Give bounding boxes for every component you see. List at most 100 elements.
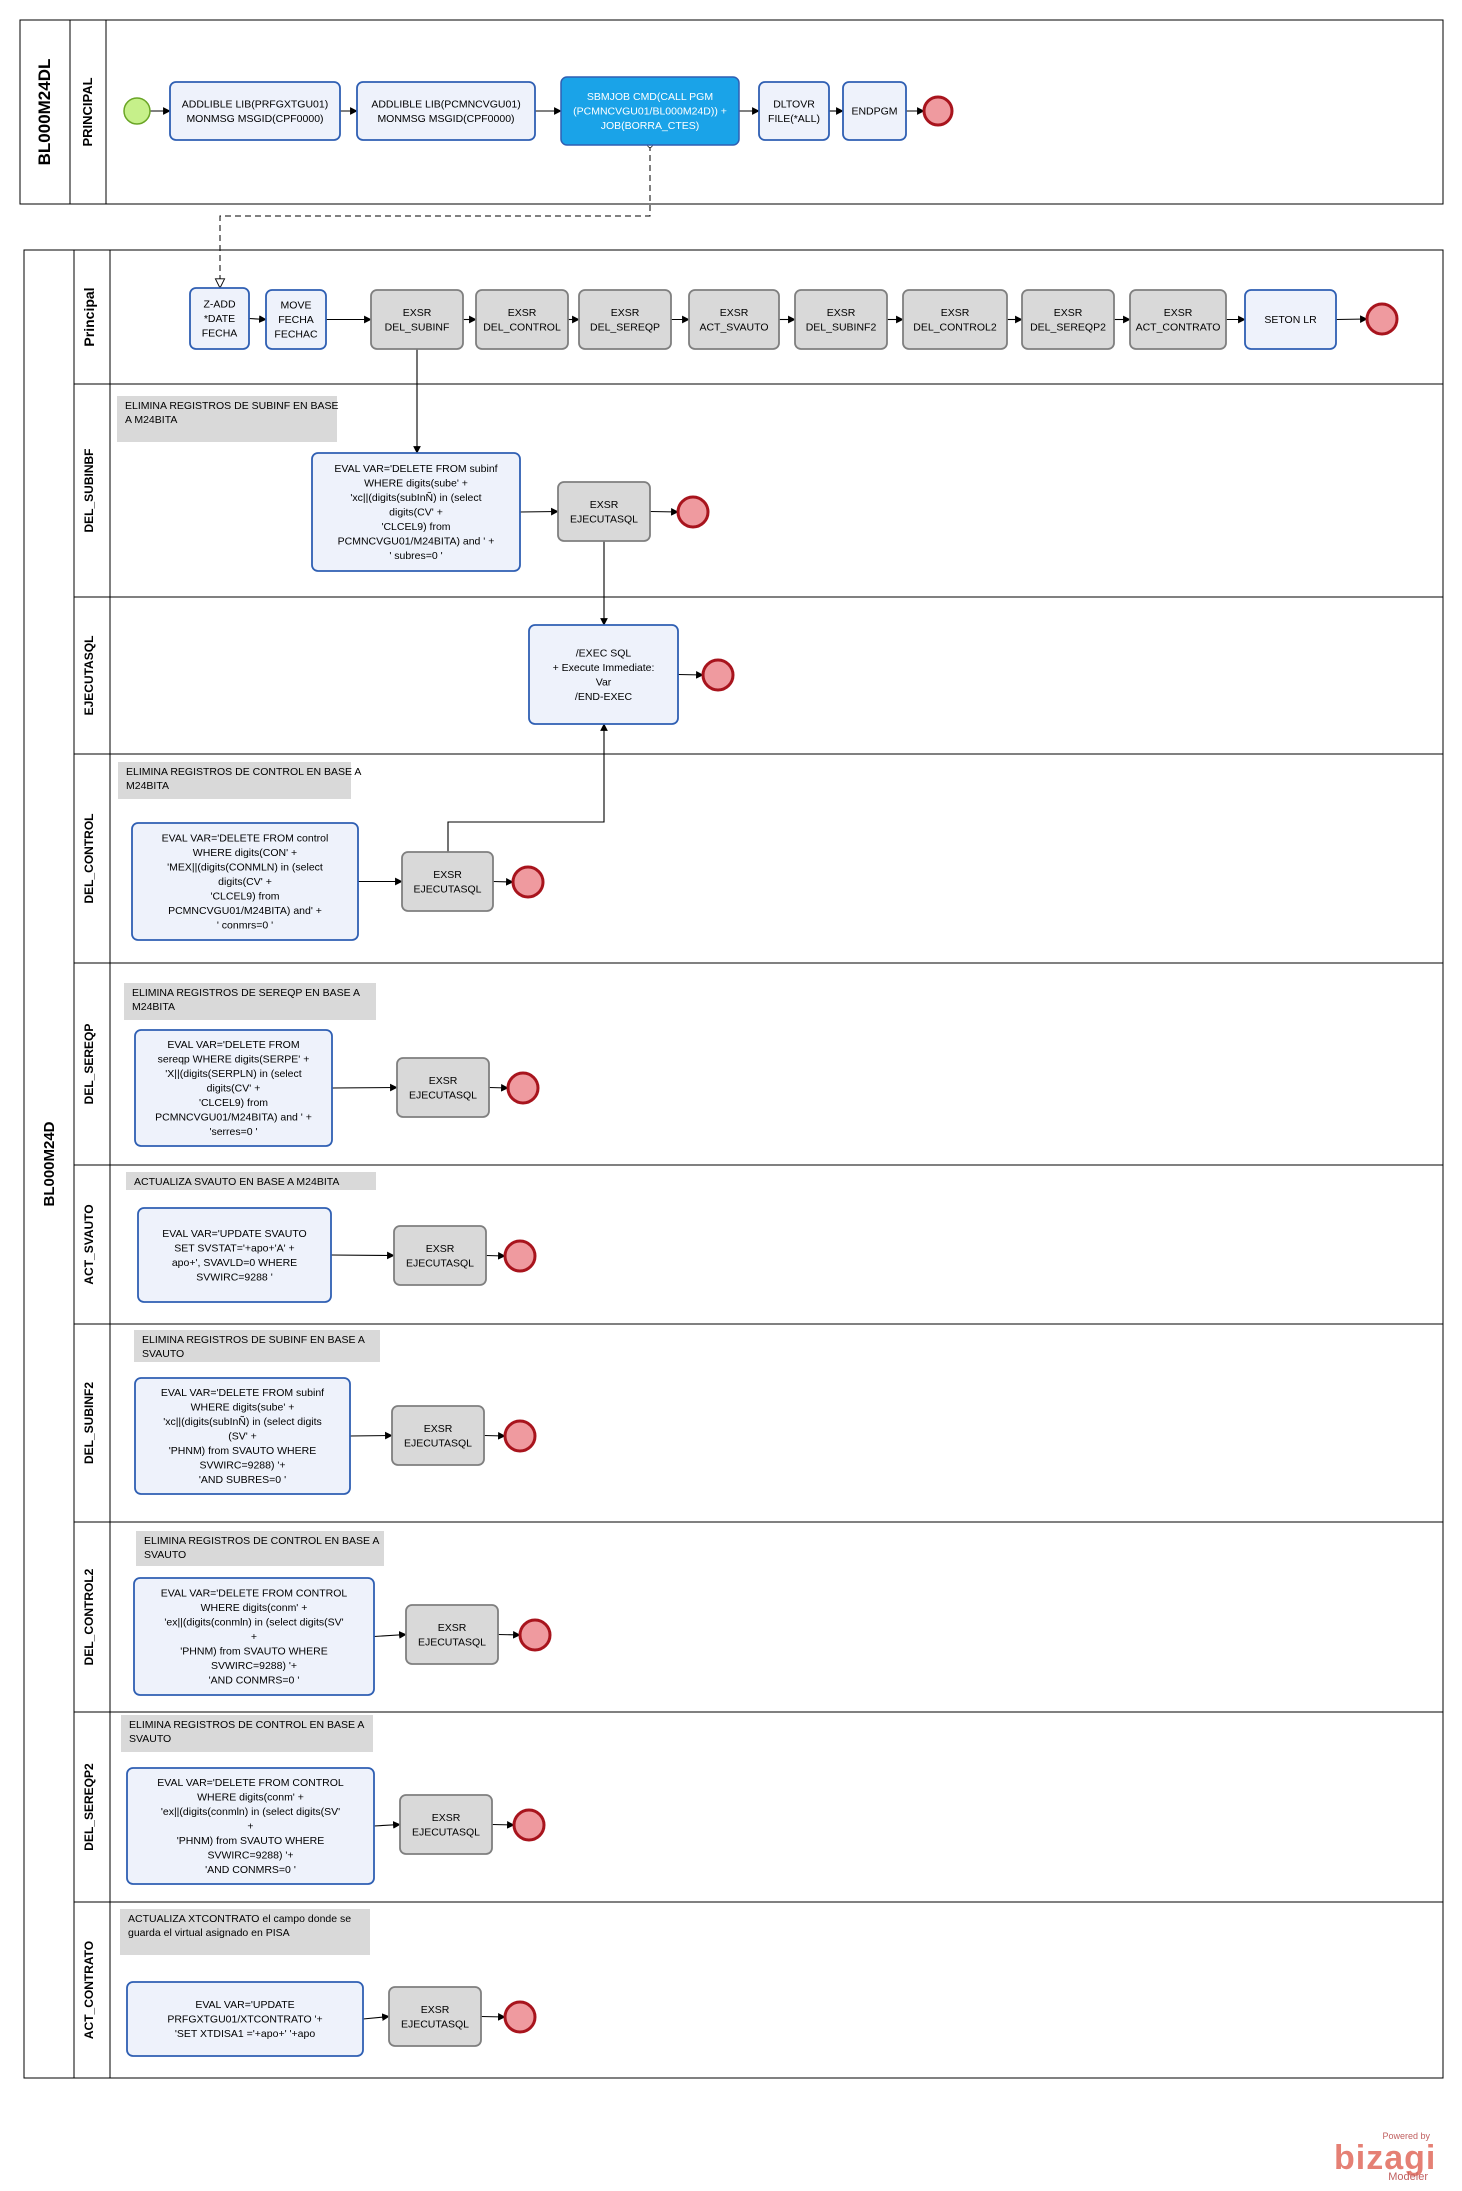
task-label-line: + Execute Immediate: <box>553 662 655 674</box>
lane-title: DEL_SUBINF2 <box>82 1382 96 1464</box>
task-addlible2[interactable]: ADDLIBLE LIB(PCMNCVGU01)MONMSG MSGID(CPF… <box>356 81 536 141</box>
task-label-line: DEL_SUBINF <box>385 321 450 333</box>
end-event[interactable] <box>511 865 545 899</box>
task-label-line: EVAL VAR='DELETE FROM CONTROL <box>161 1588 348 1600</box>
task-label-line: + <box>247 1821 253 1833</box>
annotation-line: ELIMINA REGISTROS DE CONTROL EN BASE A <box>126 766 361 778</box>
task-addlible1[interactable]: ADDLIBLE LIB(PRFGXTGU01) MONMSG MSGID(CPF… <box>169 81 341 141</box>
task-label-line: (PCMNCVGU01/BL000M24D)) + <box>573 106 727 118</box>
end-event[interactable] <box>506 1071 540 1105</box>
annotation-line: ACTUALIZA SVAUTO EN BASE A M24BITA <box>134 1176 339 1188</box>
task-label-line: EXSR <box>424 1423 453 1435</box>
task-label-line: EVAL VAR='DELETE FROM CONTROL <box>157 1777 344 1789</box>
end-event[interactable] <box>512 1808 546 1842</box>
task-label-line: EXSR <box>827 307 856 319</box>
lane-title: DEL_CONTROL <box>82 814 96 904</box>
task-label-line: 'serres=0 ' <box>209 1126 257 1138</box>
task-label-line: SVWIRC=9288) '+ <box>199 1460 285 1472</box>
subprocess-exsr-ej-5[interactable]: EXSR EJECUTASQL <box>391 1405 485 1466</box>
task-label-line: 'AND CONMRS=0 ' <box>205 1864 296 1876</box>
start-event[interactable] <box>123 97 151 125</box>
sequence-flow <box>480 2013 506 2021</box>
annotation-control: ELIMINA REGISTROS DE CONTROL EN BASE A M2… <box>118 762 361 799</box>
powered-by-label: Powered by <box>1382 2131 1430 2141</box>
task-label-line: 'X||(digits(SERPLN) in (select <box>165 1068 301 1080</box>
task-label-line: SVWIRC=9288 ' <box>196 1271 272 1283</box>
task-label-line: FECHA <box>202 328 238 340</box>
task-label-line: Z-ADD <box>203 299 235 311</box>
sequence-flow <box>373 1631 407 1639</box>
task-label-line: EVAL VAR='UPDATE <box>195 1999 294 2011</box>
task-sbmjob[interactable]: SBMJOB CMD(CALL PGM(PCMNCVGU01/BL000M24D… <box>560 76 740 146</box>
sequence-flow <box>488 1083 509 1092</box>
task-label-line: 'AND SUBRES=0 ' <box>199 1474 286 1486</box>
annotation-line: ACTUALIZA XTCONTRATO el campo donde se <box>128 1913 351 1925</box>
task-label-line: EJECUTASQL <box>404 1437 472 1449</box>
task-label-line: EJECUTASQL <box>401 2018 469 2030</box>
end-event[interactable] <box>1365 302 1399 336</box>
task-label-line: EJECUTASQL <box>570 513 638 525</box>
task-label-line: WHERE digits(sube' + <box>364 478 468 490</box>
task-seton[interactable]: SETON LR <box>1244 289 1337 350</box>
message-flow <box>220 145 650 288</box>
task-label-line: digits(CV' + <box>389 507 443 519</box>
annotation-line: M24BITA <box>126 780 169 792</box>
annotation-line: ELIMINA REGISTROS DE SEREQP EN BASE A <box>132 987 360 999</box>
task-label-line: SVWIRC=9288) '+ <box>211 1660 297 1672</box>
end-event[interactable] <box>503 1239 537 1273</box>
task-label-line: EXSR <box>611 307 640 319</box>
sequence-flow <box>349 1431 393 1440</box>
brand-name: bizagi <box>1334 2139 1437 2177</box>
task-label-line: EVAL VAR='UPDATE SVAUTO <box>162 1228 306 1240</box>
task-label-line: EVAL VAR='DELETE FROM subinf <box>161 1387 324 1399</box>
end-event[interactable] <box>503 1419 537 1453</box>
task-label-line: 'PHNM) from SVAUTO WHERE <box>169 1445 316 1457</box>
task-endpgm[interactable]: ENDPGM <box>842 81 907 141</box>
task-label-line: EXSR <box>720 307 749 319</box>
task-label-line: ACT_SVAUTO <box>699 321 768 333</box>
end-event[interactable] <box>676 495 710 529</box>
subprocess-exsr-act-svauto[interactable]: EXSR ACT_SVAUTO <box>688 289 780 350</box>
task-label-line: WHERE digits(conm' + <box>197 1792 304 1804</box>
end-event[interactable] <box>922 95 954 127</box>
task-label-line: EXSR <box>433 869 462 881</box>
end-event[interactable] <box>503 2000 537 2034</box>
annotation-contrato: ACTUALIZA XTCONTRATO el campo donde segu… <box>120 1909 370 1955</box>
task-label-line: ADDLIBLE LIB(PRFGXTGU01) <box>182 98 328 110</box>
task-label-line: EXSR <box>1054 307 1083 319</box>
end-event[interactable] <box>701 658 735 692</box>
task-label-line: 'MEX||(digits(CONMLN) in (select <box>167 862 323 874</box>
task-label-line: SETON LR <box>1264 314 1317 326</box>
end-event[interactable] <box>518 1618 552 1652</box>
task-label-line: MONMSG MSGID(CPF0000) <box>186 113 323 125</box>
task-exec-sql[interactable]: /EXEC SQL+ Execute Immediate:Var/END-EXE… <box>528 624 679 725</box>
sequence-flow <box>483 1431 506 1440</box>
lane-title: PRINCIPAL <box>80 77 95 146</box>
lane-title: EJECUTASQL <box>82 636 96 716</box>
task-eval-sereqp2[interactable]: EVAL VAR='DELETE FROM CONTROL WHERE digit… <box>126 1767 375 1885</box>
